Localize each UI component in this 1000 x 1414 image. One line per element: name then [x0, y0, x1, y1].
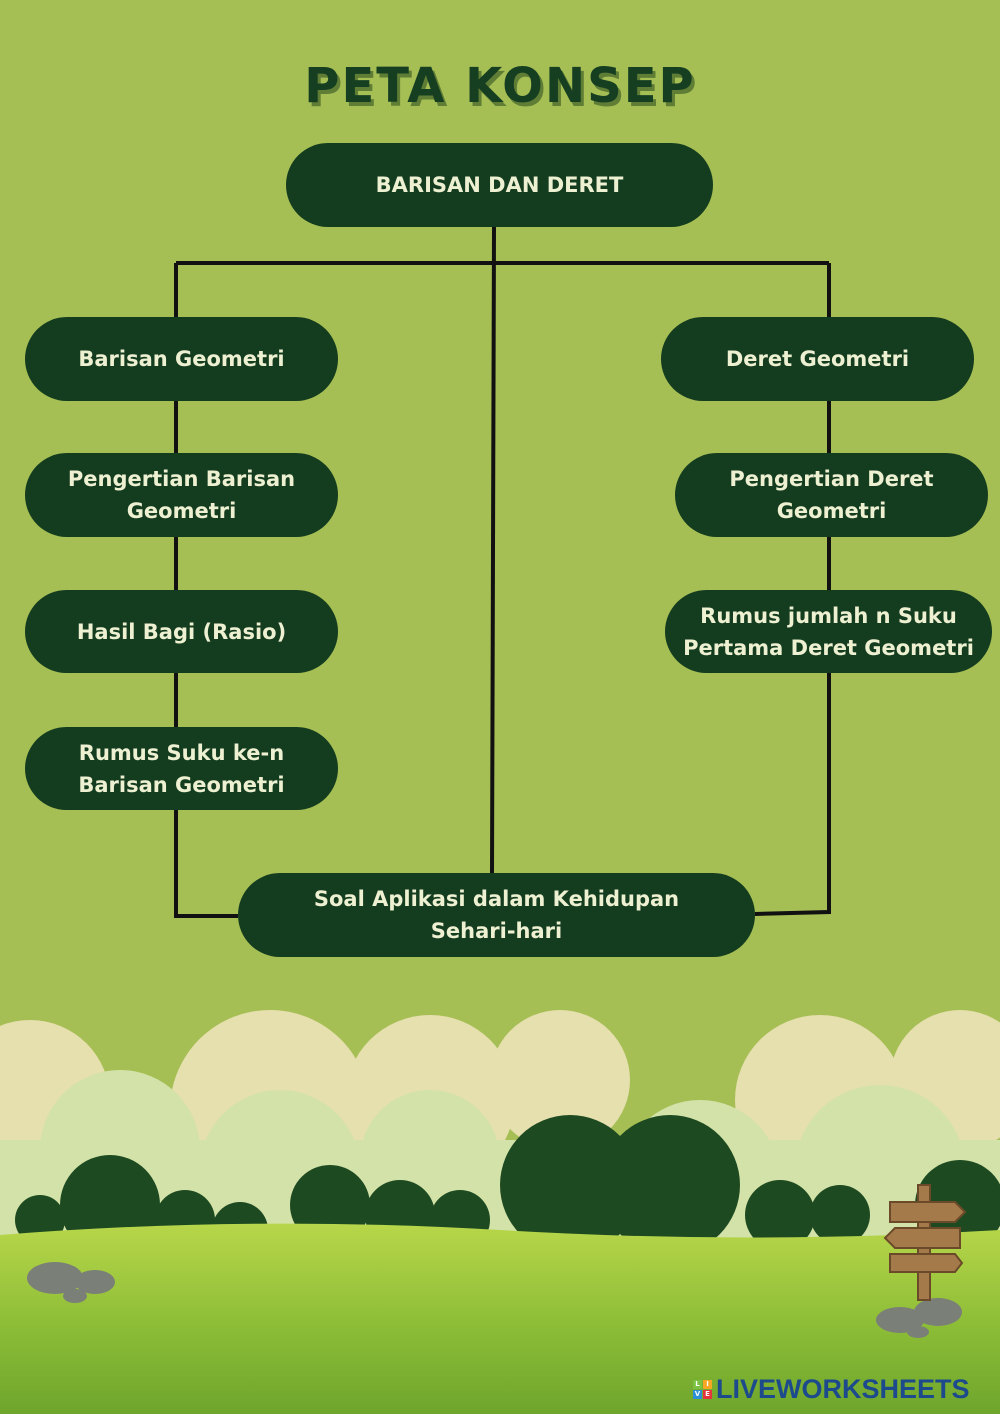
rocks [27, 1262, 962, 1338]
node-deret-geometri: Deret Geometri [661, 317, 974, 401]
node-rumus-suku: Rumus Suku ke-n Barisan Geometri [25, 727, 338, 810]
node-rumus-jumlah: Rumus jumlah n Suku Pertama Deret Geomet… [665, 590, 992, 673]
signpost-icon [883, 1184, 967, 1301]
node-hasil-bagi: Hasil Bagi (Rasio) [25, 590, 338, 673]
logo-text: LIVEWORKSHEETS [716, 1374, 970, 1404]
node-root: BARISAN DAN DERET [286, 143, 713, 227]
grass-field [0, 1223, 1000, 1414]
node-pengertian-deret: Pengertian Deret Geometri [675, 453, 988, 537]
node-soal-aplikasi: Soal Aplikasi dalam Kehidupan Sehari-har… [238, 873, 755, 957]
page-title: PETA KONSEP [304, 58, 696, 114]
node-barisan-geometri: Barisan Geometri [25, 317, 338, 401]
node-pengertian-barisan: Pengertian Barisan Geometri [25, 453, 338, 537]
